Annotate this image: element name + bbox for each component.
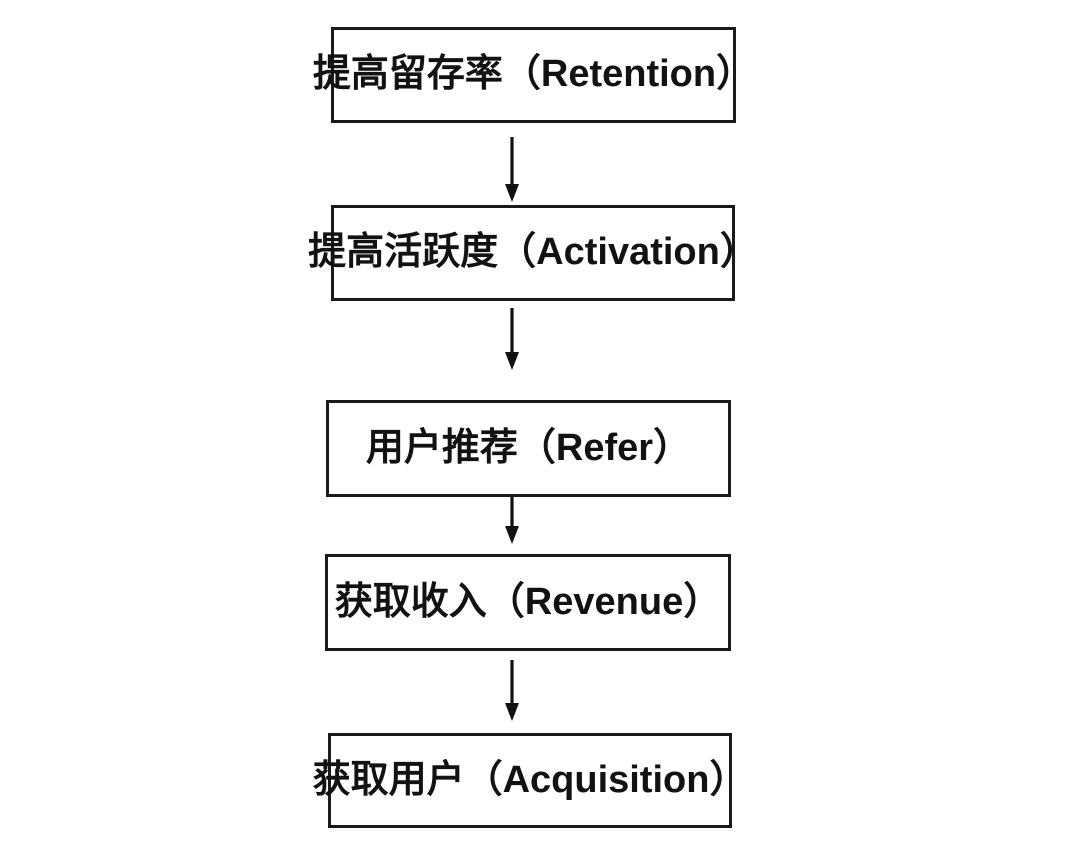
edge-retention-activation: [505, 137, 519, 202]
arrow-down-icon: [505, 184, 519, 202]
node-refer-label: 用户推荐（Refer）: [365, 426, 692, 469]
arrow-down-icon: [505, 352, 519, 370]
arrow-down-icon: [505, 526, 519, 544]
node-revenue-label: 获取收入（Revenue）: [334, 580, 722, 623]
node-retention[interactable]: 提高留存率（Retention）: [313, 27, 754, 123]
edge-activation-refer: [505, 308, 519, 370]
edge-revenue-acquisition: [505, 660, 519, 721]
arrow-down-icon: [505, 703, 519, 721]
node-acquisition-label: 获取用户（Acquisition）: [312, 758, 748, 801]
node-activation[interactable]: 提高活跃度（Activation）: [308, 205, 758, 301]
node-retention-label: 提高留存率（Retention）: [312, 53, 755, 96]
node-refer[interactable]: 用户推荐（Refer）: [326, 400, 731, 497]
node-activation-label: 提高活跃度（Activation）: [308, 231, 758, 274]
node-revenue[interactable]: 获取收入（Revenue）: [325, 554, 731, 651]
node-acquisition[interactable]: 获取用户（Acquisition）: [313, 733, 747, 828]
